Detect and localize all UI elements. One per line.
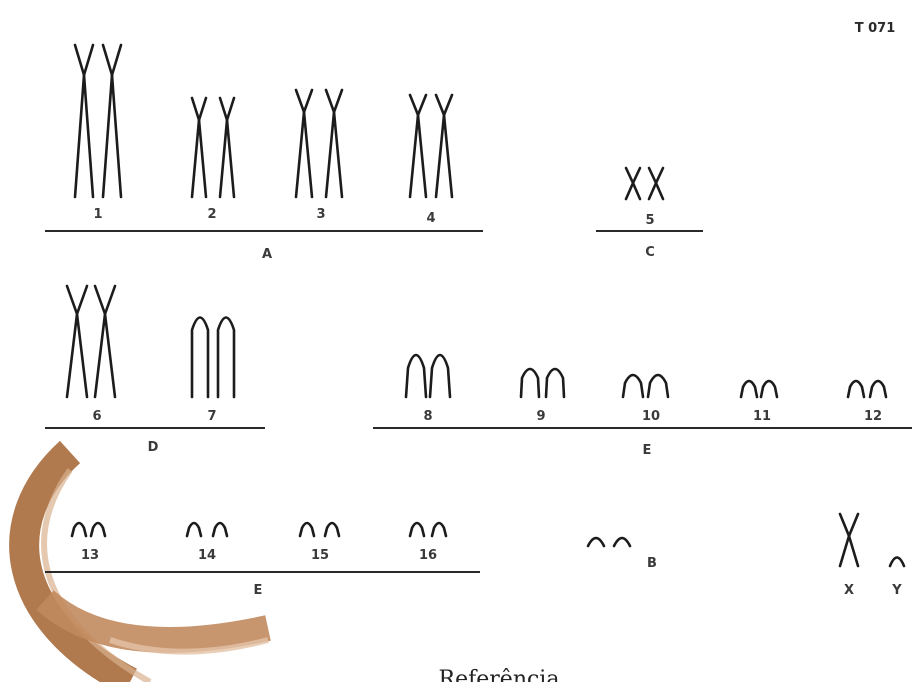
chromosome-5 bbox=[624, 166, 665, 201]
chromosome-16-label: 16 bbox=[419, 548, 437, 563]
group-e-label-lower: E bbox=[254, 583, 263, 598]
group-c-label: C bbox=[645, 245, 655, 260]
caption-text: Referência bbox=[439, 667, 560, 682]
chromosome-16 bbox=[408, 521, 448, 538]
group-e-label-upper: E bbox=[643, 443, 652, 458]
chromosome-x-label: X bbox=[844, 583, 854, 598]
chromosome-12 bbox=[846, 379, 888, 399]
chromosome-10 bbox=[621, 373, 670, 399]
chromosome-y bbox=[888, 556, 906, 568]
chromosome-6-label: 6 bbox=[92, 409, 101, 424]
chromosome-2 bbox=[190, 96, 236, 199]
chromosome-8-label: 8 bbox=[423, 409, 432, 424]
chromosome-3 bbox=[294, 88, 344, 199]
chromosome-11 bbox=[739, 379, 779, 399]
chromosome-14-label: 14 bbox=[198, 548, 216, 563]
chromosome-9 bbox=[519, 367, 566, 399]
chromosome-10-label: 10 bbox=[642, 409, 660, 424]
chromosome-12-label: 12 bbox=[864, 409, 882, 424]
chromosome-b bbox=[586, 536, 632, 548]
decorative-arc-graphic bbox=[9, 440, 271, 682]
chromosome-3-label: 3 bbox=[316, 207, 325, 222]
group-lines bbox=[45, 230, 912, 573]
chromosome-7-label: 7 bbox=[207, 409, 216, 424]
chromosome-1 bbox=[73, 43, 123, 199]
figure-code: T 071 bbox=[855, 21, 896, 36]
group-a-label: A bbox=[262, 247, 272, 262]
chromosome-2-label: 2 bbox=[207, 207, 216, 222]
chromosome-8 bbox=[404, 353, 452, 399]
chromosome-11-label: 11 bbox=[753, 409, 771, 424]
chromosome-6 bbox=[65, 284, 117, 399]
chromosome-1-label: 1 bbox=[93, 207, 102, 222]
chromosome-13-label: 13 bbox=[81, 548, 99, 563]
chromosome-9-label: 9 bbox=[536, 409, 545, 424]
chromosome-x bbox=[838, 512, 860, 568]
chromosome-15 bbox=[298, 521, 341, 538]
chromosome-y-label: Y bbox=[891, 583, 902, 598]
chromosome-13 bbox=[70, 521, 107, 538]
group-d-label: D bbox=[148, 440, 159, 455]
chromosome-7 bbox=[190, 316, 236, 399]
chromosome-15-label: 15 bbox=[311, 548, 329, 563]
chromosome-14 bbox=[185, 521, 229, 538]
chromosome-4 bbox=[408, 93, 454, 199]
chromosome-5-label: 5 bbox=[645, 213, 654, 228]
chromosome-b-label: B bbox=[647, 556, 657, 571]
chromosome-4-label: 4 bbox=[426, 211, 435, 226]
